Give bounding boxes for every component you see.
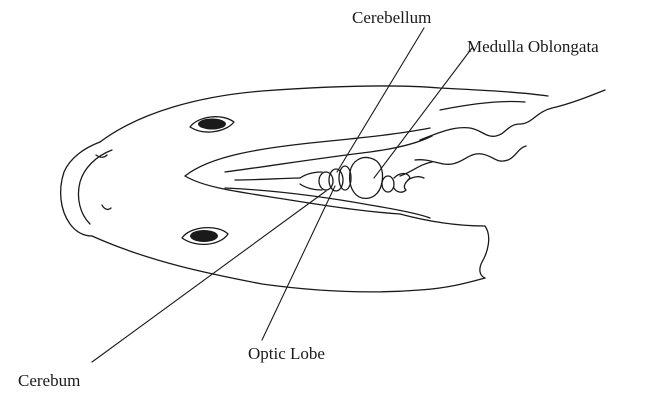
nostril-lower xyxy=(102,205,111,209)
upper-body-line-back xyxy=(440,101,525,110)
label-medulla-oblongata: Medulla Oblongata xyxy=(467,37,599,56)
brain xyxy=(300,158,424,199)
label-cerebrum: Cerebum xyxy=(18,371,80,390)
snout-inner xyxy=(78,150,112,224)
leader-medulla xyxy=(374,48,472,178)
labels: Cerebellum Medulla Oblongata Optic Lobe … xyxy=(18,8,599,390)
spinal-line-upper xyxy=(420,90,605,140)
eyes xyxy=(182,117,234,245)
leader-optic-lobe xyxy=(262,186,335,340)
label-cerebellum: Cerebellum xyxy=(352,8,431,27)
leader-lines xyxy=(92,28,472,362)
cerebellum xyxy=(350,158,383,199)
label-optic-lobe: Optic Lobe xyxy=(248,344,325,363)
spinal-cord-exit xyxy=(408,177,424,180)
snout-outer xyxy=(61,142,100,236)
cavity-lower-tail xyxy=(400,214,489,278)
cavity-outer-lower xyxy=(185,176,400,214)
fish-head-outline xyxy=(61,86,548,292)
upper-body-line xyxy=(100,86,548,142)
medulla-segment-2 xyxy=(394,174,410,193)
leader-cerebrum xyxy=(92,191,326,362)
cavity-midline xyxy=(235,178,300,180)
eye-lower-pupil xyxy=(190,230,218,242)
cranial-cavity xyxy=(185,128,489,278)
medulla-segment-1 xyxy=(382,176,394,192)
eye-upper-pupil xyxy=(198,119,226,130)
